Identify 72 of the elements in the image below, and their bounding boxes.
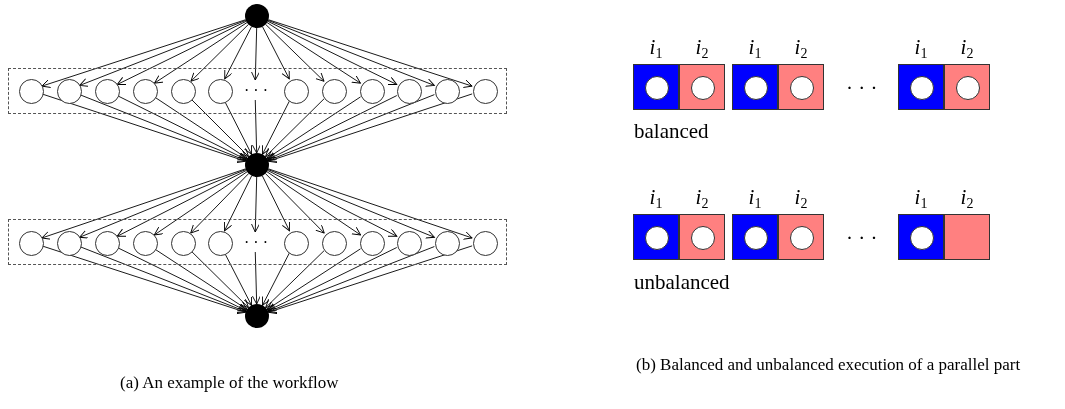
circle-node [18, 78, 44, 104]
circle-node [910, 226, 934, 250]
index-label: i$_{2}$ [695, 37, 709, 61]
cell-box [898, 64, 944, 110]
ellipsis: · · · [243, 81, 269, 101]
cell-box [898, 214, 944, 260]
circle-node [132, 230, 158, 256]
index-label: i$_{2}$ [960, 37, 974, 61]
circle-node [321, 230, 347, 256]
index-label: i$_{2}$ [695, 187, 709, 211]
circle-node [472, 78, 498, 104]
circle-node [645, 76, 669, 100]
circle-node [18, 230, 44, 256]
circle-node [744, 226, 768, 250]
cell-box [778, 64, 824, 110]
index-label: i$_{1}$ [914, 37, 928, 61]
filled-circle [245, 4, 269, 28]
circle-node [321, 78, 347, 104]
filled-circle [245, 304, 269, 328]
circle-node [56, 230, 82, 256]
index-label: i$_{2}$ [794, 37, 808, 61]
index-label: i$_{1}$ [748, 187, 762, 211]
circle-node [790, 226, 814, 250]
circle-node [56, 78, 82, 104]
ellipsis: · · · [243, 233, 269, 253]
cell-box [679, 214, 725, 260]
index-label: i$_{1}$ [649, 37, 663, 61]
circle-node [434, 78, 460, 104]
dashed-group-box [8, 68, 507, 114]
row-label: balanced [634, 121, 709, 142]
ellipsis: · · · [846, 78, 878, 99]
index-label: i$_{1}$ [649, 187, 663, 211]
circle-node [207, 230, 233, 256]
circle-node [94, 230, 120, 256]
circle-node [691, 76, 715, 100]
circle-node [956, 76, 980, 100]
index-label: i$_{2}$ [960, 187, 974, 211]
cell-box [732, 214, 778, 260]
cell-box [732, 64, 778, 110]
ellipsis: · · · [846, 228, 878, 249]
cell-box [778, 214, 824, 260]
filled-circle [245, 153, 269, 177]
cell-box [944, 64, 990, 110]
circle-node [645, 226, 669, 250]
circle-node [132, 78, 158, 104]
circle-node [396, 78, 422, 104]
circle-node [170, 78, 196, 104]
cell-box [633, 64, 679, 110]
dashed-group-box [8, 219, 507, 265]
circle-node [207, 78, 233, 104]
circle-node [472, 230, 498, 256]
circle-node [691, 226, 715, 250]
index-label: i$_{2}$ [794, 187, 808, 211]
circle-node [283, 230, 309, 256]
circle-node [283, 78, 309, 104]
circle-node [396, 230, 422, 256]
circle-node [359, 78, 385, 104]
circle-node [744, 76, 768, 100]
row-label: unbalanced [634, 272, 730, 293]
circle-node [434, 230, 460, 256]
index-label: i$_{1}$ [748, 37, 762, 61]
circle-node [170, 230, 196, 256]
cell-box [633, 214, 679, 260]
index-label: i$_{1}$ [914, 187, 928, 211]
cell-box [679, 64, 725, 110]
circle-node [910, 76, 934, 100]
circle-node [790, 76, 814, 100]
caption: (a) An example of the workflow [120, 372, 340, 394]
caption: (b) Balanced and unbalanced execution of a parallel part [636, 354, 1022, 376]
circle-node [94, 78, 120, 104]
cell-box [944, 214, 990, 260]
circle-node [359, 230, 385, 256]
